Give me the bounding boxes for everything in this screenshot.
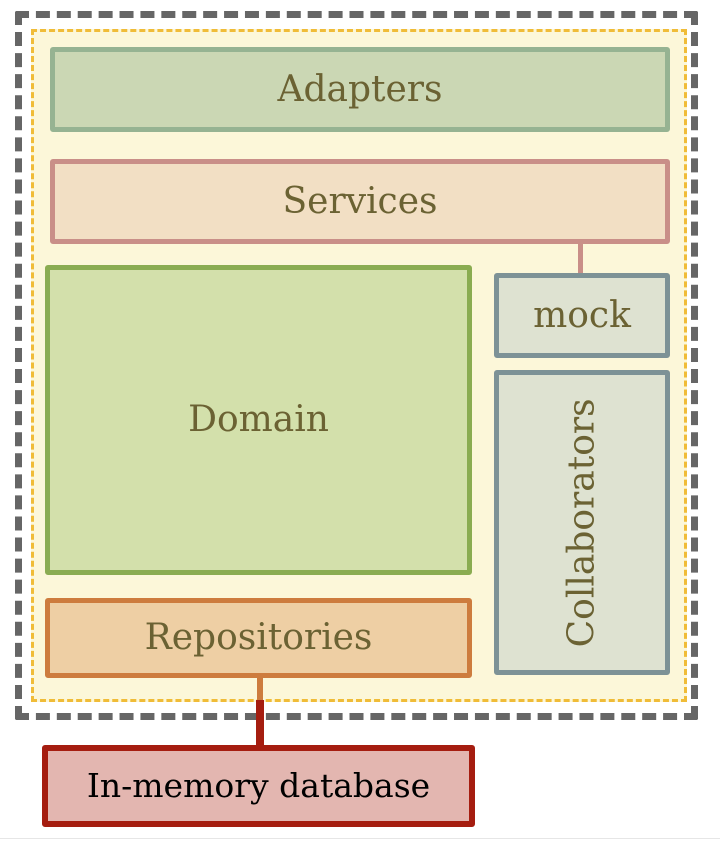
connector-services-to-mock [578,242,583,276]
connector-repositories-to-boundary [257,675,263,703]
test-boundary [15,11,698,720]
node-domain-label: Domain [188,399,329,441]
connector-repositories-to-database [256,700,264,748]
node-adapters[interactable]: Adapters [50,47,670,132]
node-collaborators-label: Collaborators [561,398,603,647]
node-collaborators[interactable]: Collaborators [494,370,670,675]
node-in-memory-database[interactable]: In-memory database [42,745,475,827]
node-adapters-label: Adapters [277,68,443,110]
node-services-label: Services [282,180,438,222]
node-in-memory-database-label: In-memory database [86,765,431,805]
node-repositories[interactable]: Repositories [45,598,472,678]
node-mock[interactable]: mock [494,273,670,358]
page-bottom-divider [0,838,720,839]
node-domain[interactable]: Domain [45,265,472,575]
node-services[interactable]: Services [50,159,670,244]
node-mock-label: mock [533,294,631,336]
node-repositories-label: Repositories [144,617,373,659]
